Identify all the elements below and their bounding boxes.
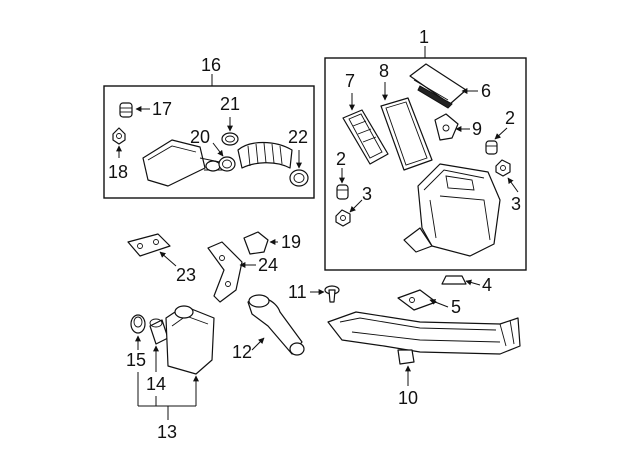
callout-10: 10 <box>398 388 418 408</box>
part-21-clamp <box>221 132 239 146</box>
part-air-cleaner-housing <box>403 163 501 257</box>
part-3-nut-right <box>495 159 511 177</box>
callout-16: 16 <box>201 55 221 75</box>
part-6-filter-element <box>409 63 467 109</box>
callout-19: 19 <box>281 232 301 252</box>
callout-5: 5 <box>451 297 461 317</box>
part-9-sensor <box>434 113 459 141</box>
part-2-grommet-left <box>336 184 349 200</box>
part-12-hose <box>247 294 305 356</box>
callout-13: 13 <box>157 422 177 442</box>
callout-21: 21 <box>220 94 240 114</box>
part-24-bracket <box>207 241 243 303</box>
callout-9: 9 <box>472 119 482 139</box>
part-19-cap <box>243 231 269 255</box>
part-2-grommet-right <box>485 140 498 155</box>
callout-22: 22 <box>288 127 308 147</box>
callout-12: 12 <box>232 342 252 362</box>
callout-17: 17 <box>152 99 172 119</box>
part-18-nut <box>112 127 126 145</box>
callout-8: 8 <box>379 61 389 81</box>
part-17-grommet <box>119 102 133 118</box>
part-7-filter-frame <box>342 109 389 165</box>
part-10-intake-duct <box>327 311 521 365</box>
part-14-pipe <box>149 318 169 345</box>
callout-3-right: 3 <box>511 194 521 214</box>
part-3-nut-left <box>335 209 351 227</box>
callout-1: 1 <box>419 27 429 47</box>
callout-23: 23 <box>176 265 196 285</box>
part-intake-resonator <box>142 139 223 187</box>
callout-15: 15 <box>126 350 146 370</box>
callout-7: 7 <box>345 71 355 91</box>
callout-20: 20 <box>190 127 210 147</box>
callout-4: 4 <box>482 275 492 295</box>
callout-18: 18 <box>108 162 128 182</box>
part-intake-hose <box>237 141 293 169</box>
callout-2-right: 2 <box>505 108 515 128</box>
callout-6: 6 <box>481 81 491 101</box>
part-20-clamp <box>218 156 236 172</box>
callout-3-left: 3 <box>362 184 372 204</box>
callout-14: 14 <box>146 374 166 394</box>
callout-24: 24 <box>258 255 278 275</box>
callout-11: 11 <box>288 282 307 302</box>
part-8-air-filter <box>380 97 433 171</box>
part-13-tank <box>165 305 215 375</box>
callout-2-left: 2 <box>336 149 346 169</box>
part-11-clip <box>324 285 340 303</box>
part-15-cap <box>130 314 146 334</box>
group-box-16 <box>103 85 315 199</box>
part-22-clamp <box>289 169 309 187</box>
part-23-bracket <box>127 233 171 257</box>
part-4-nut <box>441 275 467 285</box>
